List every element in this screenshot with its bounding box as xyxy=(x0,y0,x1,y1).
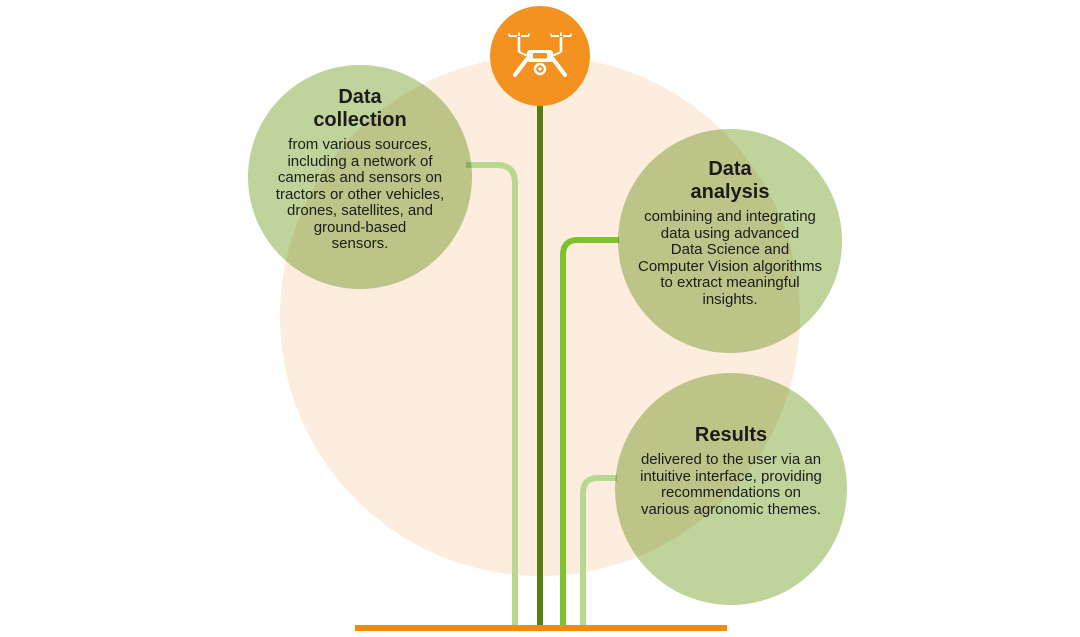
results-circle: Results delivered to the user via an int… xyxy=(615,373,847,605)
data-analysis-body: combining and integrating data using adv… xyxy=(638,208,822,308)
data-analysis-circle: Data analysis combining and integrating … xyxy=(618,129,842,353)
data-collection-circle: Data collection from various sources, in… xyxy=(248,65,472,289)
data-collection-title: Data collection xyxy=(313,86,407,131)
data-collection-body: from various sources, including a networ… xyxy=(275,136,445,252)
results-branch-line xyxy=(580,475,617,631)
drone-badge-circle xyxy=(490,6,590,106)
drone-icon xyxy=(508,32,572,77)
results-body: delivered to the user via an intuitive i… xyxy=(640,451,822,518)
results-title: Results xyxy=(694,424,768,446)
analysis-branch-line xyxy=(560,237,619,631)
data-analysis-title: Data analysis xyxy=(690,158,770,203)
collection-branch-line xyxy=(466,162,518,631)
